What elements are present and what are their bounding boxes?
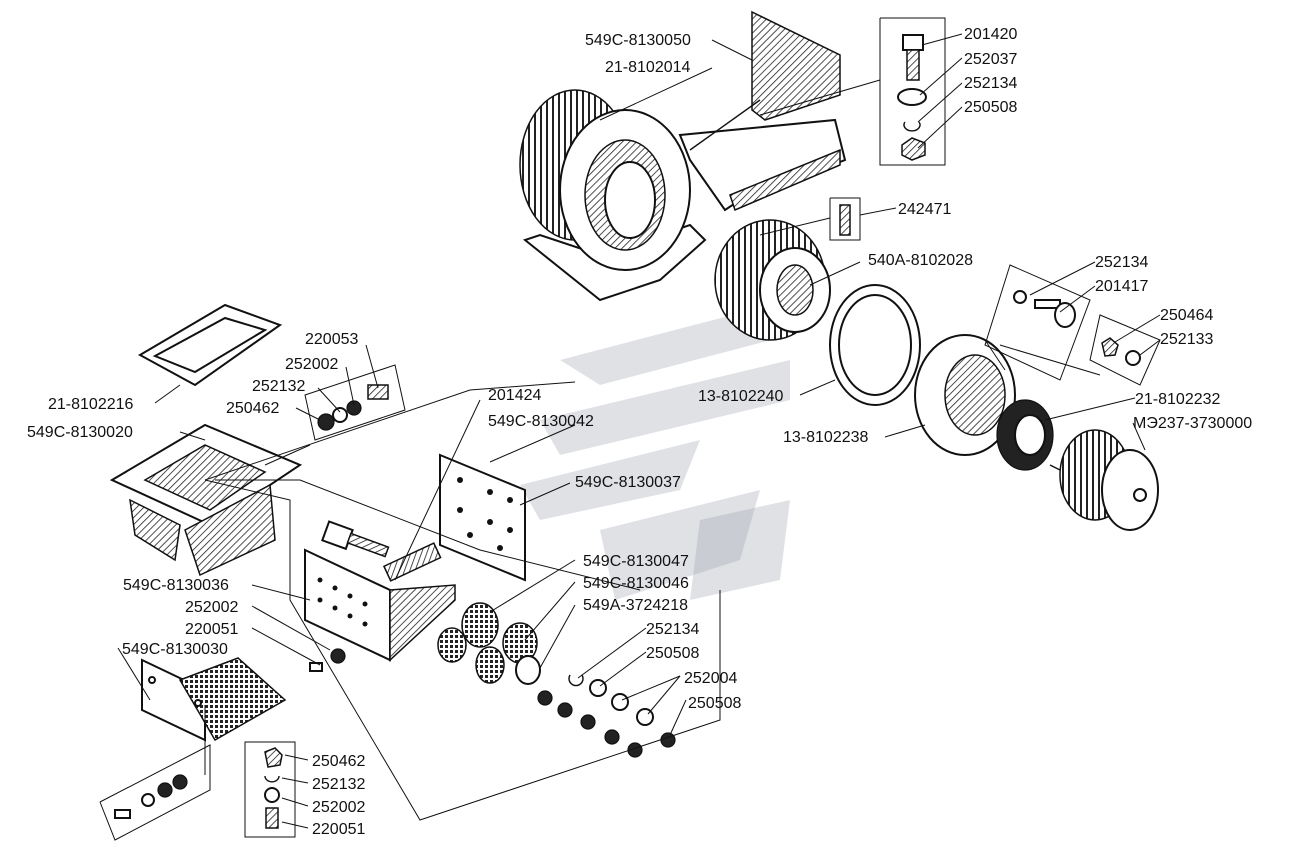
hardware-box-bottom [99,741,296,841]
label-250462-a: 250462 [226,400,279,417]
label-250508-c: 250508 [688,695,741,712]
label-250464: 250464 [1160,307,1213,324]
label-250462-b: 250462 [312,753,365,770]
gasket-part [829,284,921,406]
label-21-8102014: 21-8102014 [605,59,691,76]
label-220053: 220053 [305,331,358,348]
label-549c-8130037: 549C-8130037 [575,474,681,491]
label-252133: 252133 [1160,331,1213,348]
leader-lines [117,33,1161,829]
hardware-right [984,264,1161,386]
label-252132-b: 252132 [312,776,365,793]
fan-wheel-part [714,219,831,341]
watermark-logo [520,300,790,600]
label-201424: 201424 [488,387,541,404]
electric-motor-part [1049,429,1159,531]
label-250508-top: 250508 [964,99,1017,116]
hardware-box-top [879,17,946,166]
label-21-8102216: 21-8102216 [48,396,134,413]
label-549c-8130046: 549C-8130046 [583,575,689,592]
label-252134-bottom: 252134 [646,621,699,638]
label-201420: 201420 [964,26,1017,43]
label-252004: 252004 [684,670,737,687]
label-me237-3730000: МЭ237-3730000 [1133,415,1252,432]
hardware-box-left [304,364,406,441]
grille-part [141,657,287,742]
label-549c-8130042: 549C-8130042 [488,413,594,430]
label-549c-8130036: 549C-8130036 [123,577,229,594]
spring-part [829,197,861,241]
label-549c-8130047: 549C-8130047 [583,553,689,570]
gasket-frame-part [137,303,283,387]
label-549c-8130050: 549C-8130050 [585,32,691,49]
label-549c-8130020: 549C-8130020 [27,424,133,441]
label-252037: 252037 [964,51,1017,68]
heater-housing-part [519,89,707,302]
label-252002-a: 252002 [285,356,338,373]
label-250508-bottom: 250508 [646,645,699,662]
label-242471: 242471 [898,201,951,218]
label-13-8102238: 13-8102238 [783,429,869,446]
label-21-8102232: 21-8102232 [1135,391,1221,408]
label-252134-top: 252134 [964,75,1017,92]
label-252002-b: 252002 [185,599,238,616]
terminal-plate-part [304,548,456,662]
label-549a-3724218: 549A-3724218 [583,597,688,614]
screw-part [309,648,346,672]
bolt-part [321,520,442,582]
label-549c-8130030: 549C-8130030 [122,641,228,658]
label-201417: 201417 [1095,278,1148,295]
label-220051-b: 220051 [312,821,365,838]
duct-part [109,423,303,577]
label-252002-c: 252002 [312,799,365,816]
part-number-labels: 549C-8130050 21-8102014 201420 252037 25… [27,26,1252,838]
motor-flange-part [914,334,1016,456]
label-252132-a: 252132 [252,378,305,395]
bracket-part [678,10,847,212]
insulator-plate-part [439,453,526,582]
nut-parts [537,674,676,758]
label-540a-8102028: 540A-8102028 [868,252,973,269]
label-220051-a: 220051 [185,621,238,638]
seal-ring-part [996,399,1054,471]
disc-parts [437,602,541,685]
label-13-8102240: 13-8102240 [698,388,784,405]
label-252134-right: 252134 [1095,254,1148,271]
